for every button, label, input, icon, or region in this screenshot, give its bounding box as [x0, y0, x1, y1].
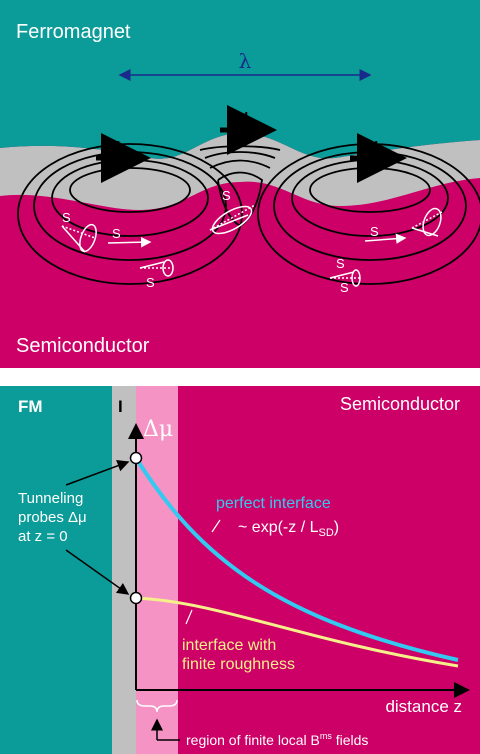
perfect-interface-formula: ~ exp(-z / LSD)	[238, 519, 339, 539]
svg-text:probes Δμ: probes Δμ	[18, 509, 87, 526]
top-panel: λ Ferromagnet Semiconductor M M M	[0, 0, 480, 368]
svg-text:S: S	[340, 280, 349, 295]
y-axis-label: Δμ	[143, 417, 173, 442]
magnetization-label: M	[236, 109, 249, 126]
perfect-interface-curve	[134, 456, 459, 662]
tunneling-pointer-lower	[65, 549, 130, 595]
svg-text:S: S	[146, 275, 155, 290]
perfect-interface-label: perfect interface	[216, 495, 331, 512]
x-axis-label: distance z	[385, 697, 462, 716]
spin-labels: S S S S S S S	[62, 188, 379, 295]
spin-vectors	[61, 204, 443, 287]
svg-text:S: S	[370, 224, 379, 239]
insulator-label: I	[118, 397, 123, 416]
semiconductor-label-bottom: Semiconductor	[340, 394, 460, 414]
magnetization-arrows: M M M	[96, 105, 407, 183]
tunneling-pointer-upper	[65, 460, 130, 486]
wavelength-label: λ	[239, 49, 252, 73]
interface-layer	[0, 133, 480, 210]
rough-interface-label-line2: finite roughness	[182, 656, 295, 673]
fm-label: FM	[18, 397, 43, 416]
probe-point-rough	[129, 591, 143, 605]
svg-text:Tunneling: Tunneling	[18, 490, 83, 507]
rough-label-tick	[185, 609, 193, 625]
rough-interface-label-line1: interface with	[182, 637, 276, 654]
magnetization-label: M	[366, 138, 379, 155]
region-label: region of finite local Bms fields	[186, 731, 368, 748]
tunneling-label: Tunneling probes Δμ at z = 0	[18, 490, 87, 545]
insulator-slab	[112, 386, 136, 754]
stray-field-lines	[17, 143, 480, 285]
rough-region	[136, 386, 178, 754]
ferromagnet-label: Ferromagnet	[16, 21, 131, 43]
probe-point-perfect	[129, 451, 143, 465]
svg-text:at z = 0: at z = 0	[18, 528, 68, 545]
region-brace	[136, 699, 178, 713]
svg-text:S: S	[222, 188, 231, 203]
semiconductor-label-top: Semiconductor	[16, 335, 150, 357]
svg-text:S: S	[336, 256, 345, 271]
perfect-label-tick	[211, 519, 221, 533]
magnetization-label: M	[108, 138, 121, 155]
rough-interface-curve	[135, 596, 459, 668]
svg-text:S: S	[62, 210, 71, 225]
bottom-panel: FM I Semiconductor Δμ distance z Tunneli…	[0, 386, 480, 754]
svg-text:S: S	[112, 226, 121, 241]
